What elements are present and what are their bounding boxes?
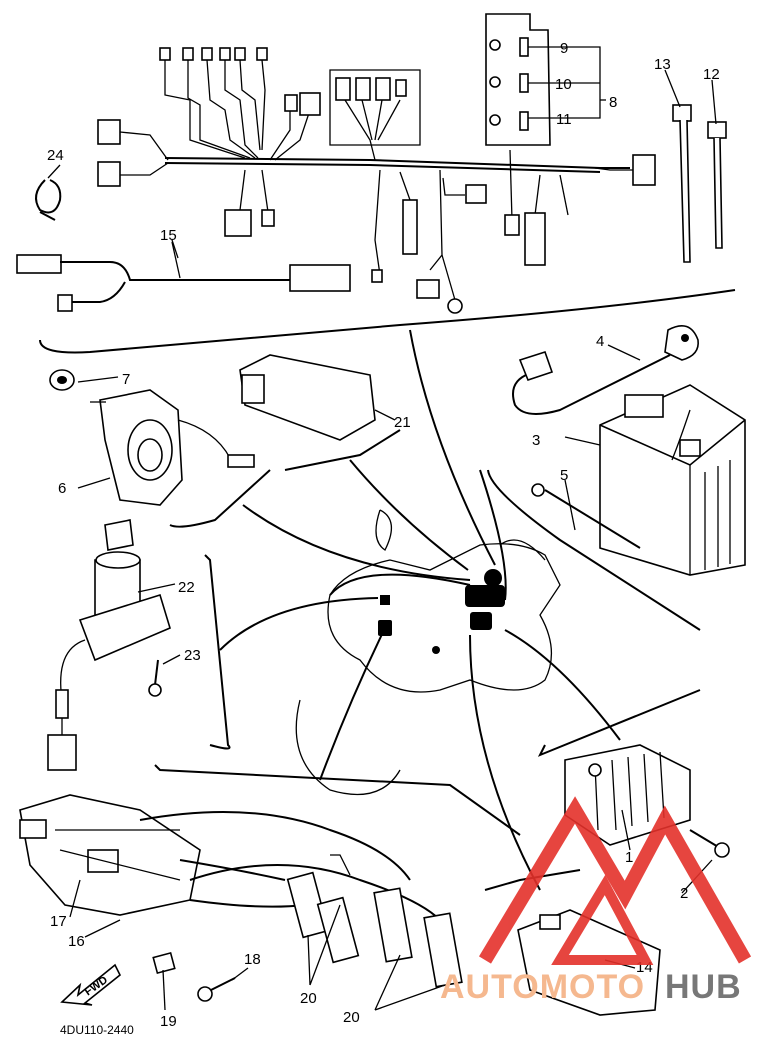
battery-3 bbox=[599, 384, 746, 576]
bolt-2 bbox=[689, 829, 730, 858]
svg-text:HUB: HUB bbox=[665, 968, 742, 1006]
wire-harness-top bbox=[119, 59, 635, 301]
screw-23 bbox=[148, 659, 162, 697]
sub-harness-15 bbox=[60, 241, 290, 303]
clip-24 bbox=[35, 179, 62, 221]
flasher-21 bbox=[239, 354, 376, 441]
connector-group-top bbox=[329, 69, 421, 146]
callout-3: 3 bbox=[532, 432, 540, 449]
ignition-coil-17 bbox=[19, 794, 201, 916]
callout-7: 7 bbox=[122, 371, 130, 388]
callout-24: 24 bbox=[47, 147, 64, 164]
callout-1: 1 bbox=[625, 849, 633, 866]
negative-lead-5 bbox=[531, 483, 641, 549]
callout-20a: 20 bbox=[300, 990, 317, 1007]
callout-16: 16 bbox=[68, 933, 85, 950]
callout-9: 9 bbox=[560, 40, 568, 57]
callout-11: 11 bbox=[556, 111, 572, 128]
callout-21: 21 bbox=[394, 414, 411, 431]
battery-lead-4 bbox=[512, 324, 699, 415]
callout-labels: 1 2 3 4 5 6 7 8 9 10 11 12 13 14 15 16 1… bbox=[47, 40, 720, 1030]
watermark-logo bbox=[478, 796, 752, 965]
cable-tie-12 bbox=[707, 121, 727, 249]
watermark-text: AUTOMOTO HUB bbox=[440, 968, 742, 1006]
callout-4: 4 bbox=[596, 333, 604, 350]
nut-19 bbox=[152, 951, 176, 975]
grommet-7 bbox=[49, 369, 75, 391]
svg-text:AUTOMOTO: AUTOMOTO bbox=[440, 968, 645, 1006]
screw-18 bbox=[197, 977, 236, 1002]
callout-19: 19 bbox=[160, 1013, 177, 1030]
callout-6: 6 bbox=[58, 480, 66, 497]
horn-6 bbox=[90, 389, 255, 506]
main-switch-22 bbox=[47, 519, 171, 771]
motorcycle-outline bbox=[295, 509, 561, 796]
callout-23: 23 bbox=[184, 647, 201, 664]
callout-20b: 20 bbox=[343, 1009, 360, 1026]
callout-10: 10 bbox=[555, 76, 572, 93]
callout-5: 5 bbox=[560, 467, 568, 484]
fwd-arrow: FWD bbox=[60, 963, 122, 1006]
callout-17: 17 bbox=[50, 913, 67, 930]
drawing-code: 4DU110-2440 bbox=[60, 1023, 134, 1037]
callout-22: 22 bbox=[178, 579, 195, 596]
callout-leaders bbox=[47, 69, 717, 1011]
harness-connectors bbox=[16, 47, 656, 314]
callout-8: 8 bbox=[609, 94, 617, 111]
fuse-block-8 bbox=[485, 13, 606, 146]
section-dividers bbox=[39, 289, 736, 891]
callout-18: 18 bbox=[244, 951, 261, 968]
callout-12: 12 bbox=[703, 66, 720, 83]
callout-13: 13 bbox=[654, 56, 671, 73]
spark-plug-leads bbox=[139, 811, 463, 988]
cable-tie-13 bbox=[672, 104, 692, 263]
callout-2: 2 bbox=[680, 885, 688, 902]
leader-arrows bbox=[219, 329, 621, 891]
callout-15: 15 bbox=[160, 227, 177, 244]
